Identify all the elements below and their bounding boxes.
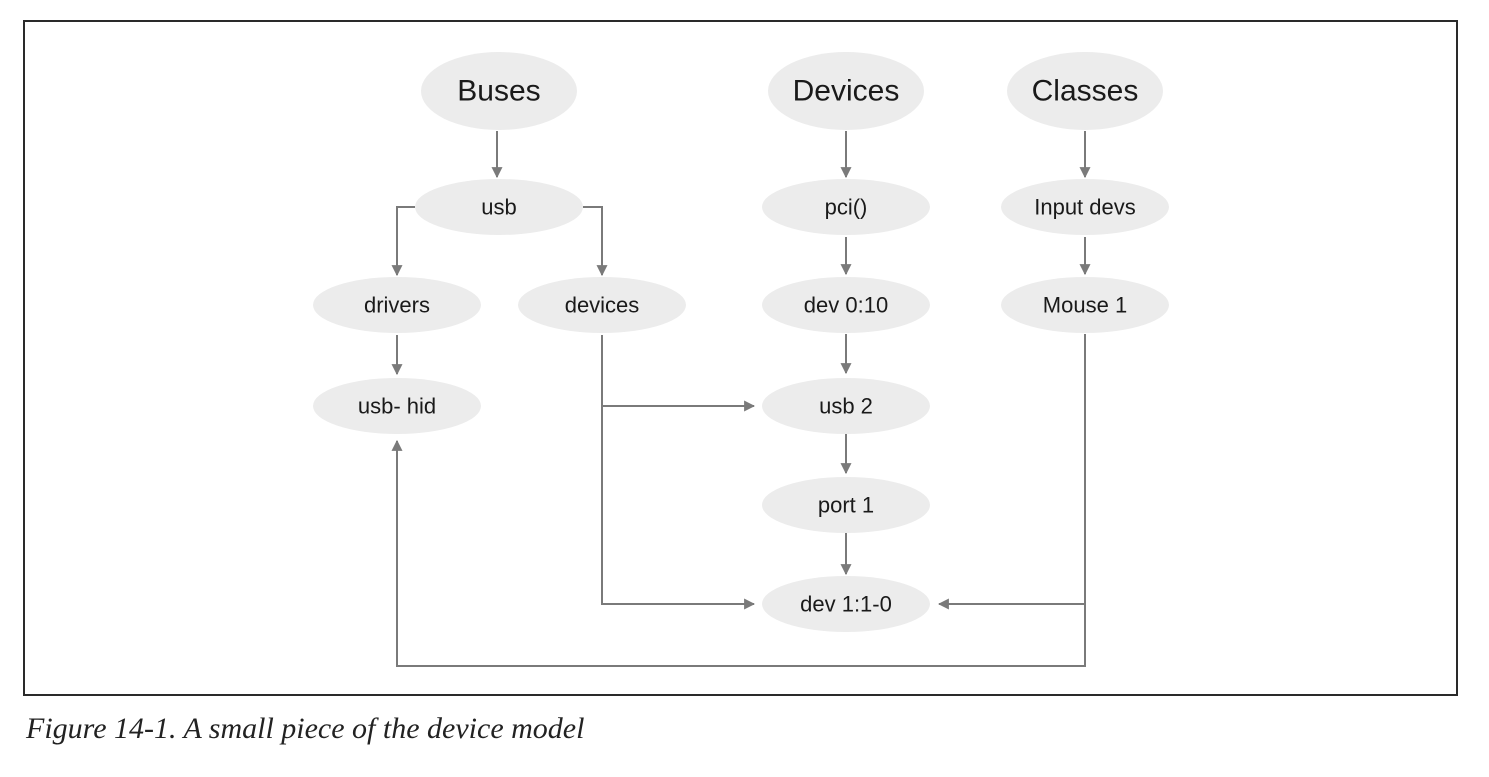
node-devices-label: devices [565, 293, 640, 318]
node-usb: usb [415, 179, 583, 235]
edge-usb-drivers [391, 206, 415, 277]
diagram-frame [23, 20, 1458, 696]
node-devices: devices [518, 277, 686, 333]
node-buses: Buses [421, 52, 577, 130]
edge-usb-devices [583, 206, 608, 277]
node-mouse-1: Mouse 1 [1001, 277, 1169, 333]
node-input-devs-label: Input devs [1034, 195, 1136, 220]
node-classes-label: Classes [1032, 75, 1139, 108]
figure-caption: Figure 14-1. A small piece of the device… [26, 712, 585, 745]
device-model-diagram: Buses Devices Classes usb pci() Input de… [23, 20, 1458, 696]
node-dev-1-1-0: dev 1:1-0 [762, 576, 930, 632]
node-dev-0-10-label: dev 0:10 [804, 293, 888, 318]
edge-mouse-1-usb-hid [391, 439, 1086, 667]
node-pci-label: pci() [825, 195, 868, 220]
node-drivers-label: drivers [364, 293, 430, 318]
node-dev-1-1-0-label: dev 1:1-0 [800, 592, 892, 617]
node-port-1-label: port 1 [818, 493, 874, 518]
node-usb-2: usb 2 [762, 378, 930, 434]
node-usb-hid-label: usb- hid [358, 394, 436, 419]
node-mouse-1-label: Mouse 1 [1043, 293, 1127, 318]
node-devices-root-label: Devices [793, 75, 900, 108]
node-drivers: drivers [313, 277, 481, 333]
nodes: Buses Devices Classes usb pci() Input de… [313, 52, 1169, 632]
edge-devices-dev-1-1-0 [601, 335, 756, 610]
edges [391, 131, 1091, 667]
node-dev-0-10: dev 0:10 [762, 277, 930, 333]
node-usb-label: usb [481, 195, 516, 220]
node-classes: Classes [1007, 52, 1163, 130]
node-port-1: port 1 [762, 477, 930, 533]
node-usb-hid: usb- hid [313, 378, 481, 434]
node-buses-label: Buses [457, 75, 540, 108]
node-usb-2-label: usb 2 [819, 394, 873, 419]
edge-mouse-1-dev-1-1-0 [937, 334, 1086, 610]
node-pci: pci() [762, 179, 930, 235]
node-input-devs: Input devs [1001, 179, 1169, 235]
node-devices-root: Devices [768, 52, 924, 130]
